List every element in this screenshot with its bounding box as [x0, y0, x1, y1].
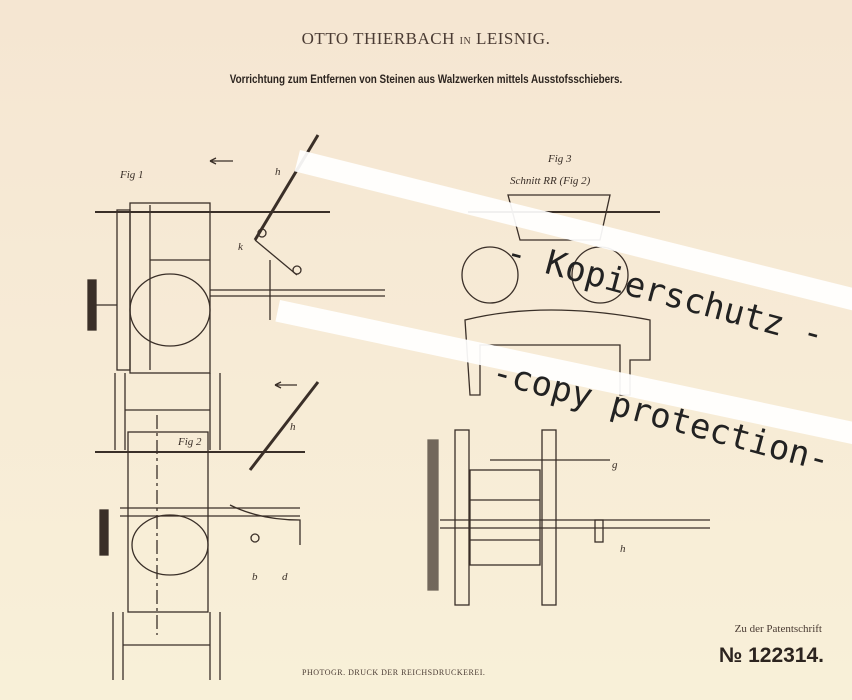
svg-text:h: h [275, 166, 281, 178]
svg-text:d: d [282, 571, 288, 583]
patent-number: № 122314. [718, 644, 824, 667]
patent-reference-label: Zu der Patentschrift [734, 623, 822, 635]
author-place: LEISNIG. [475, 29, 551, 48]
svg-text:g: g [612, 459, 618, 471]
svg-text:h: h [290, 421, 296, 433]
fig3-section-label: Schnitt RR (Fig 2) [510, 175, 591, 187]
figure-2-drawing: Fig 2 h b d [95, 381, 320, 680]
svg-text:k: k [238, 241, 244, 253]
author-name: OTTO THIERBACH [301, 29, 455, 48]
svg-text:b: b [252, 571, 258, 583]
fig1-label: Fig 1 [119, 169, 144, 181]
printer-credit: PHOTOGR. DRUCK DER REICHSDRUCKEREI. [302, 668, 486, 677]
fig3-label: Fig 3 [547, 153, 572, 165]
patent-title: Vorrichtung zum Entfernen von Steinen au… [229, 74, 623, 86]
figure-4-drawing: g h [427, 429, 710, 606]
figure-1-drawing: Fig 1 h k [87, 134, 385, 450]
patent-author: OTTO THIERBACH IN LEISNIG. [0, 29, 852, 49]
fig2-label: Fig 2 [177, 436, 202, 448]
svg-text:h: h [620, 543, 626, 555]
author-in: IN [459, 36, 472, 47]
